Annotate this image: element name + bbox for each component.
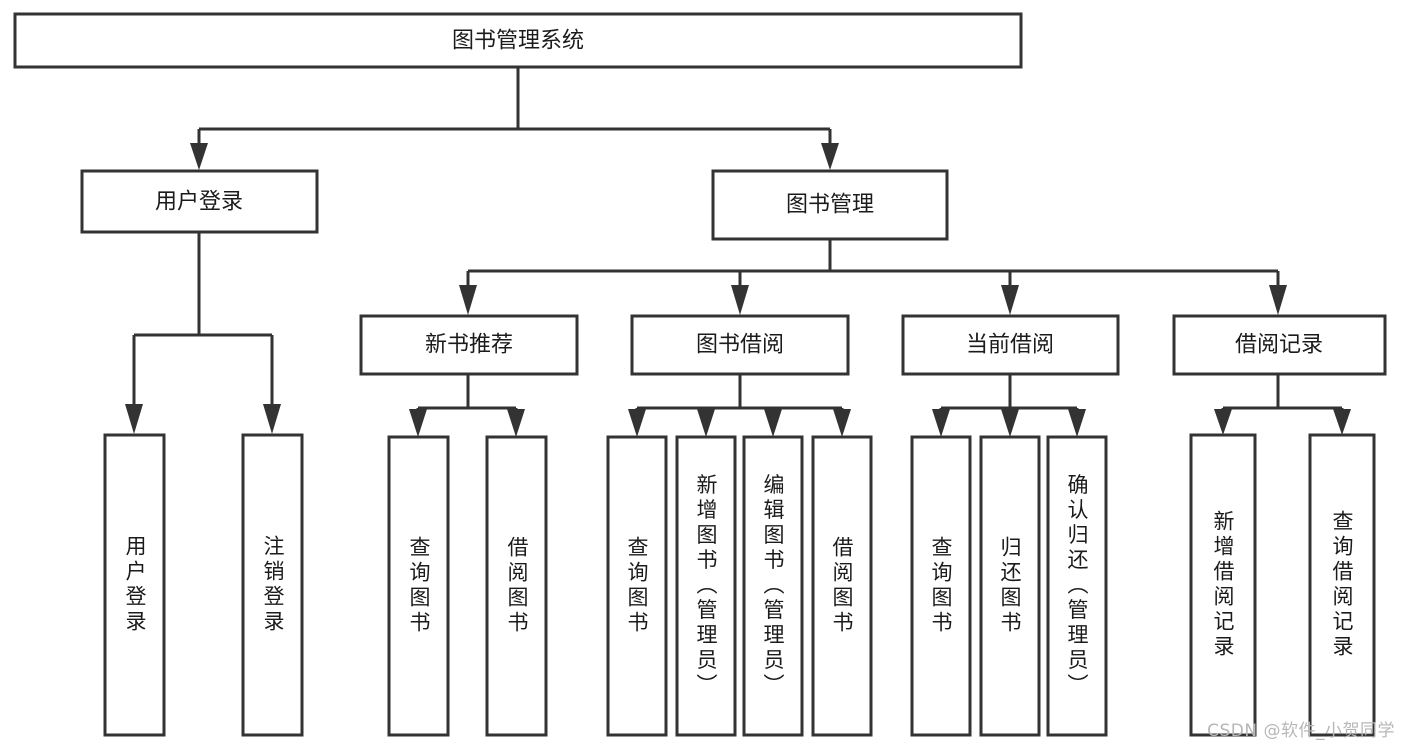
arrow-head-leaf-query-record: [1333, 409, 1351, 435]
arrow-head-borrow-record: [1269, 285, 1287, 315]
node-borrow-record-label: 借阅记录: [1235, 333, 1323, 358]
node-book-manage-label: 图书管理: [786, 193, 874, 218]
node-leaf-user-login[interactable]: 用户登录: [103, 433, 166, 737]
node-leaf-add-record-label: 新增借阅记录: [1211, 510, 1235, 660]
node-user-login-label: 用户登录: [155, 190, 243, 215]
arrow-head-leaf-add-book: [697, 409, 715, 437]
arrow-head-leaf-query-book-3: [932, 409, 950, 437]
arrow-head-leaf-query-book-2: [628, 409, 646, 437]
node-leaf-return-book-label: 归还图书: [998, 536, 1022, 636]
node-new-book-recommend-label: 新书推荐: [425, 333, 513, 358]
node-leaf-borrow-book-2-box[interactable]: [811, 435, 873, 737]
node-book-borrow-label: 图书借阅: [696, 333, 784, 358]
node-new-book-recommend[interactable]: 新书推荐: [359, 314, 579, 376]
arrow-head-leaf-confirm-return: [1068, 409, 1086, 437]
arrow-head-new-book-recommend: [459, 285, 477, 315]
node-book-borrow[interactable]: 图书借阅: [630, 314, 850, 376]
node-leaf-query-record[interactable]: 查询借阅记录: [1308, 433, 1376, 737]
node-leaf-query-record-box[interactable]: [1308, 433, 1376, 737]
arrow-head-leaf-user-login: [125, 404, 143, 434]
node-leaf-user-login-box[interactable]: [103, 433, 166, 737]
node-leaf-confirm-return[interactable]: 确认归还（管理员）: [1046, 435, 1108, 737]
node-leaf-user-login-label: 用户登录: [123, 535, 147, 635]
node-leaf-borrow-book-1-label: 借阅图书: [505, 536, 529, 636]
node-leaf-query-book-3-box[interactable]: [910, 435, 972, 737]
node-user-login[interactable]: 用户登录: [80, 169, 319, 234]
node-root-label: 图书管理系统: [452, 29, 584, 54]
node-leaf-logout[interactable]: 注销登录: [241, 433, 304, 737]
node-leaf-query-book-2-box[interactable]: [606, 435, 668, 737]
node-leaf-borrow-book-1[interactable]: 借阅图书: [485, 435, 548, 737]
arrow-head-leaf-logout: [263, 404, 281, 434]
node-current-borrow-box[interactable]: [901, 314, 1120, 376]
connector-layer: [125, 68, 1351, 437]
node-leaf-edit-book-box[interactable]: [742, 435, 804, 737]
node-leaf-query-record-label: 查询借阅记录: [1330, 510, 1354, 660]
node-user-login-box[interactable]: [80, 169, 319, 234]
node-leaf-logout-box[interactable]: [241, 433, 304, 737]
arrow-head-leaf-borrow-book-1: [507, 409, 525, 437]
node-leaf-add-book[interactable]: 新增图书（管理员）: [675, 435, 737, 737]
arrow-head-user-login: [190, 143, 208, 170]
node-current-borrow-label: 当前借阅: [966, 333, 1054, 358]
node-leaf-add-book-label: 新增图书（管理员）: [694, 474, 718, 699]
arrow-head-leaf-return-book: [1001, 409, 1019, 437]
node-borrow-record-box[interactable]: [1172, 314, 1387, 376]
node-root[interactable]: 图书管理系统: [13, 12, 1023, 69]
node-leaf-query-book-3[interactable]: 查询图书: [910, 435, 972, 737]
node-leaf-query-book-2-label: 查询图书: [625, 536, 649, 636]
node-new-book-recommend-box[interactable]: [359, 314, 579, 376]
node-borrow-record[interactable]: 借阅记录: [1172, 314, 1387, 376]
arrow-head-leaf-edit-book: [764, 409, 782, 437]
node-leaf-query-book-1-label: 查询图书: [407, 536, 431, 636]
node-leaf-add-record[interactable]: 新增借阅记录: [1189, 433, 1257, 737]
node-root-box[interactable]: [13, 12, 1023, 69]
node-leaf-edit-book-label: 编辑图书（管理员）: [761, 474, 785, 699]
node-current-borrow[interactable]: 当前借阅: [901, 314, 1120, 376]
node-leaf-query-book-2[interactable]: 查询图书: [606, 435, 668, 737]
node-leaf-edit-book[interactable]: 编辑图书（管理员）: [742, 435, 804, 737]
arrow-head-leaf-add-record: [1214, 409, 1232, 435]
node-book-manage-box[interactable]: [711, 169, 949, 241]
node-leaf-add-book-box[interactable]: [675, 435, 737, 737]
node-leaf-confirm-return-label: 确认归还（管理员）: [1065, 474, 1089, 699]
node-leaf-query-book-1-box[interactable]: [387, 435, 450, 737]
node-leaf-query-book-1[interactable]: 查询图书: [387, 435, 450, 737]
node-leaf-query-book-3-label: 查询图书: [929, 536, 953, 636]
node-leaf-add-record-box[interactable]: [1189, 433, 1257, 737]
node-leaf-confirm-return-box[interactable]: [1046, 435, 1108, 737]
arrow-head-leaf-query-book-1: [409, 409, 427, 437]
node-leaf-return-book-box[interactable]: [979, 435, 1041, 737]
node-book-manage[interactable]: 图书管理: [711, 169, 949, 241]
node-leaf-borrow-book-1-box[interactable]: [485, 435, 548, 737]
arrow-head-leaf-borrow-book-2: [833, 409, 851, 437]
node-leaf-borrow-book-2-label: 借阅图书: [830, 536, 854, 636]
node-leaf-logout-label: 注销登录: [261, 535, 285, 635]
node-leaf-borrow-book-2[interactable]: 借阅图书: [811, 435, 873, 737]
arrow-head-book-borrow: [731, 285, 749, 315]
node-leaf-return-book[interactable]: 归还图书: [979, 435, 1041, 737]
arrow-head-book-manage: [821, 143, 839, 170]
arrow-head-current-borrow: [1001, 285, 1019, 315]
node-book-borrow-box[interactable]: [630, 314, 850, 376]
